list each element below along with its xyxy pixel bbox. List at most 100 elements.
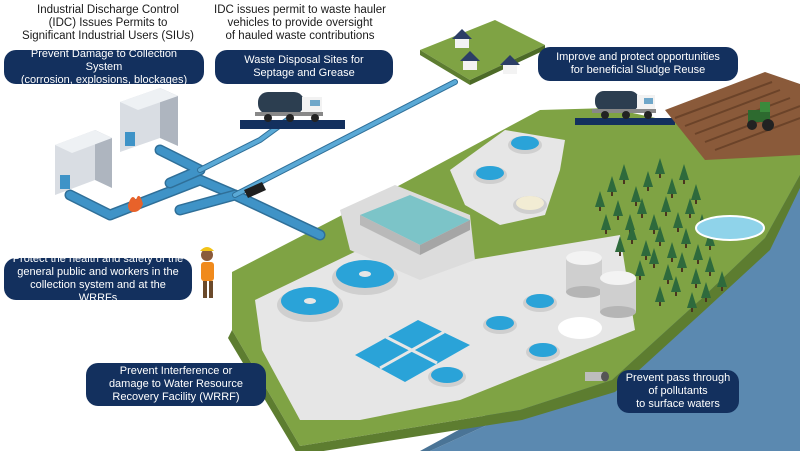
tree-trunk bbox=[639, 276, 641, 280]
tree-trunk bbox=[599, 207, 601, 211]
tree-trunk bbox=[683, 180, 685, 184]
sludge-truck bbox=[575, 91, 675, 125]
tree-trunk bbox=[671, 258, 673, 262]
tree-trunk bbox=[617, 216, 619, 220]
pipe-blockage bbox=[244, 182, 266, 198]
tree-trunk bbox=[653, 230, 655, 234]
clarifier-small-2 bbox=[473, 166, 507, 184]
tree-icon bbox=[667, 242, 677, 258]
clarifier-small-4 bbox=[523, 294, 557, 312]
tree-trunk bbox=[721, 287, 723, 291]
house-icon bbox=[460, 51, 480, 70]
tree-trunk bbox=[709, 272, 711, 276]
tree-icon bbox=[635, 260, 645, 276]
clarifier-large-2 bbox=[277, 287, 343, 322]
plant-grass-edge bbox=[228, 175, 800, 451]
tree-trunk bbox=[619, 252, 621, 256]
tree-icon bbox=[693, 244, 703, 260]
tree-trunk bbox=[675, 292, 677, 296]
callout-waste-disposal: Waste Disposal Sites for Septage and Gre… bbox=[215, 50, 393, 84]
house-icon bbox=[500, 55, 520, 74]
callout-prevent-damage: Prevent Damage to Collection System (cor… bbox=[4, 48, 204, 86]
tree-trunk bbox=[681, 268, 683, 272]
tree-icon bbox=[613, 200, 623, 216]
tree-icon bbox=[637, 198, 647, 214]
house-icon bbox=[452, 29, 472, 48]
tree-trunk bbox=[659, 302, 661, 306]
tree-icon bbox=[705, 256, 715, 272]
tree-trunk bbox=[705, 298, 707, 302]
worker-figure bbox=[200, 247, 220, 298]
aeration-basin bbox=[360, 195, 470, 245]
tree-trunk bbox=[695, 200, 697, 204]
tree-icon bbox=[717, 271, 727, 287]
tree-trunk bbox=[641, 214, 643, 218]
clarifier-large-1 bbox=[332, 260, 398, 295]
tree-trunk bbox=[647, 187, 649, 191]
tree-icon bbox=[667, 178, 677, 194]
tree-icon bbox=[655, 286, 665, 302]
holding-pond bbox=[695, 215, 765, 241]
tree-icon bbox=[655, 226, 665, 242]
tree-icon bbox=[671, 276, 681, 292]
tree-icon bbox=[601, 214, 611, 230]
digester-tank-1 bbox=[566, 251, 602, 298]
tree-trunk bbox=[691, 308, 693, 312]
tree-icon bbox=[685, 198, 695, 214]
hauler-permits-label: IDC issues permit to waste hauler vehicl… bbox=[214, 4, 386, 42]
flame-icon bbox=[128, 195, 143, 212]
tree-icon bbox=[615, 236, 625, 252]
tractor-icon bbox=[747, 102, 774, 131]
tree-icon bbox=[619, 164, 629, 180]
callout-pass-through: Prevent pass through of pollutants to su… bbox=[617, 370, 739, 413]
tree-icon bbox=[649, 214, 659, 230]
residential-area bbox=[420, 20, 545, 85]
tree-trunk bbox=[709, 246, 711, 250]
storage-pad bbox=[558, 317, 602, 339]
tree-trunk bbox=[697, 260, 699, 264]
tree-icon bbox=[641, 240, 651, 256]
tree-trunk bbox=[635, 202, 637, 206]
septage-truck bbox=[240, 92, 345, 129]
tree-icon bbox=[701, 282, 711, 298]
tree-icon bbox=[679, 164, 689, 180]
callout-health-safety: Protect the health and safety of the gen… bbox=[4, 253, 192, 304]
tree-trunk bbox=[611, 192, 613, 196]
clarifier-small-6 bbox=[526, 343, 560, 361]
tree-icon bbox=[673, 212, 683, 228]
tree-trunk bbox=[623, 180, 625, 184]
digester-tank-2 bbox=[600, 271, 636, 318]
tree-trunk bbox=[677, 228, 679, 232]
tree-icon bbox=[661, 196, 671, 212]
tree-icon bbox=[681, 228, 691, 244]
clarifier-small-5 bbox=[483, 316, 517, 334]
industrial-building-1 bbox=[55, 130, 112, 195]
tree-trunk bbox=[667, 280, 669, 284]
tree-icon bbox=[649, 248, 659, 264]
tree-trunk bbox=[659, 174, 661, 178]
tree-icon bbox=[677, 252, 687, 268]
tree-icon bbox=[691, 268, 701, 284]
tree-trunk bbox=[695, 284, 697, 288]
tree-icon bbox=[687, 292, 697, 308]
tree-trunk bbox=[665, 212, 667, 216]
tree-icon bbox=[691, 184, 701, 200]
tree-trunk bbox=[659, 242, 661, 246]
tree-trunk bbox=[645, 256, 647, 260]
tree-trunk bbox=[653, 264, 655, 268]
tree-icon bbox=[627, 224, 637, 240]
tree-icon bbox=[595, 191, 605, 207]
clarifier-small-1 bbox=[508, 136, 542, 154]
tree-trunk bbox=[685, 244, 687, 248]
tree-trunk bbox=[631, 240, 633, 244]
clarifier-small-7 bbox=[428, 367, 466, 387]
tree-icon bbox=[655, 158, 665, 174]
idc-permits-label: Industrial Discharge Control (IDC) Issue… bbox=[22, 4, 194, 42]
clarifier-small-3 bbox=[513, 196, 547, 214]
tree-trunk bbox=[605, 230, 607, 234]
tree-trunk bbox=[671, 194, 673, 198]
tree-icon bbox=[643, 171, 653, 187]
outfall-pipe bbox=[585, 371, 609, 382]
